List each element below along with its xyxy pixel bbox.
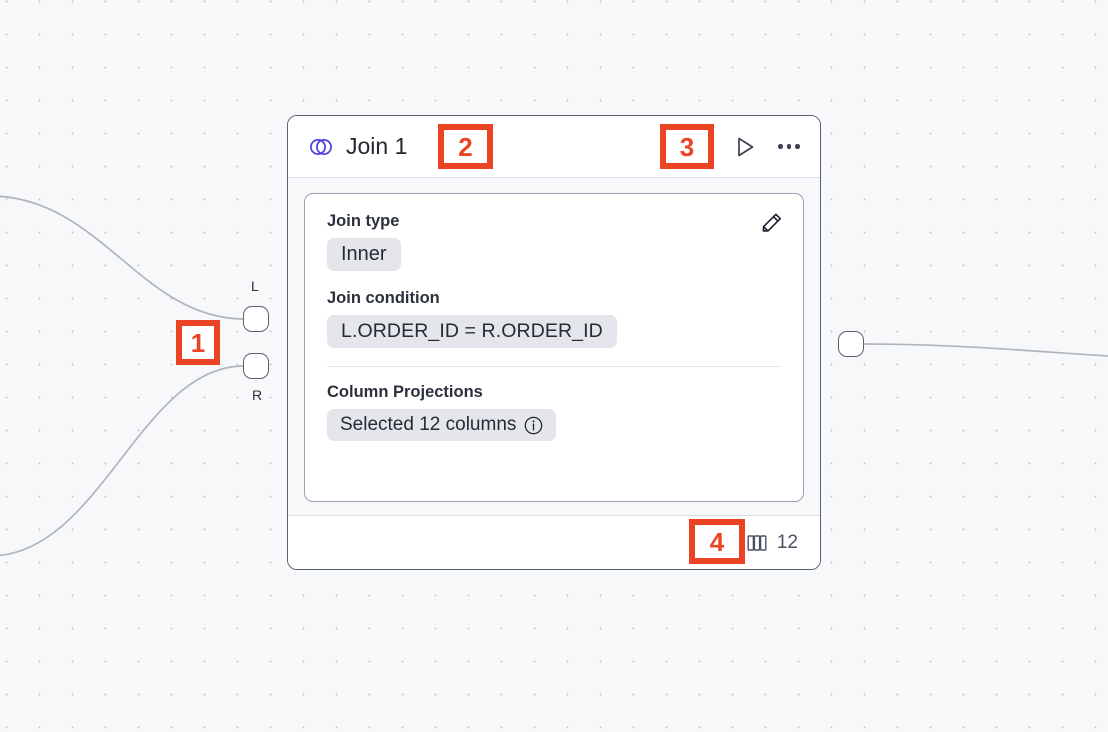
- join-node-card[interactable]: Join 1 Join type: [287, 115, 821, 570]
- columns-icon: [747, 534, 767, 551]
- columns-count: 12: [776, 531, 798, 553]
- annotation-callout-1: 1: [176, 320, 220, 365]
- join-condition-label: Join condition: [327, 289, 440, 307]
- edge-to-left-input: [0, 195, 244, 320]
- node-title: Join 1: [346, 133, 408, 159]
- info-icon[interactable]: [524, 416, 543, 435]
- node-header: Join 1: [288, 116, 820, 178]
- join-venn-icon: [310, 138, 332, 155]
- join-type-value[interactable]: Inner: [327, 238, 401, 271]
- join-condition-value[interactable]: L.ORDER_ID = R.ORDER_ID: [327, 315, 617, 348]
- column-projections-label: Column Projections: [327, 383, 483, 401]
- more-options-icon[interactable]: [776, 136, 802, 158]
- output-port[interactable]: [838, 331, 864, 357]
- input-port-left-label: L: [251, 278, 259, 294]
- edge-from-output: [863, 343, 1108, 357]
- annotation-callout-3: 3: [660, 124, 714, 169]
- input-port-right[interactable]: [243, 353, 269, 379]
- annotation-callout-2: 2: [438, 124, 493, 169]
- join-type-label: Join type: [327, 212, 400, 230]
- detail-divider: [327, 366, 781, 367]
- annotation-callout-4: 4: [689, 519, 745, 564]
- run-icon[interactable]: [732, 134, 758, 160]
- input-port-right-label: R: [252, 387, 263, 403]
- node-body: Join type Inner Join condition L.ORDER_I…: [288, 178, 820, 515]
- edge-to-right-input: [0, 365, 244, 557]
- join-detail-panel: Join type Inner Join condition L.ORDER_I…: [304, 193, 804, 502]
- column-projections-text: Selected 12 columns: [340, 414, 517, 435]
- edit-icon[interactable]: [757, 208, 787, 238]
- column-projections-value[interactable]: Selected 12 columns: [327, 409, 557, 441]
- input-port-left[interactable]: [243, 306, 269, 332]
